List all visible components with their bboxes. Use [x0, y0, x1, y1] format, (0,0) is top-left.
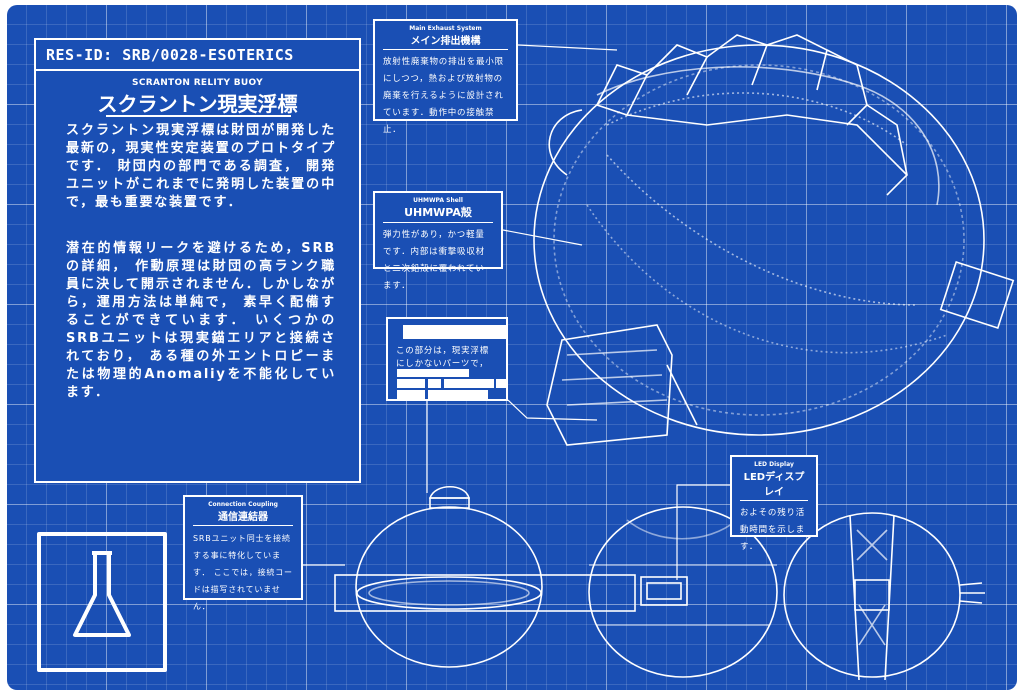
callout-text: およその残り活動時間を示します． — [740, 508, 806, 552]
redaction-bar — [403, 325, 506, 339]
description-paragraph-1: スクラントン現実浮標は財団が開発した最新の，現実性安定装置のプロトタイプです． … — [66, 123, 336, 210]
callout-title-jp: 通信連結器 — [193, 508, 293, 526]
buoy-front-view-middle — [588, 506, 778, 678]
callout-redacted: この部分は，現実浮標にしかないパーツで， — [386, 317, 508, 401]
res-id-label: RES-ID: SRB/0028-ESOTERICS — [46, 46, 294, 64]
blueprint-drawing — [37, 34, 1015, 681]
buoy-front-view-right — [783, 512, 985, 681]
leader-lines — [303, 44, 730, 580]
callout-connection-coupling: Connection Coupling 通信連結器 SRBユニット同士を接続する… — [183, 495, 303, 611]
redaction-bar — [397, 390, 425, 399]
callout-uhmwpa-shell: UHMWPA Shell UHMWPA殻 弾力性があり，かつ軽量です．内部は衝撃… — [373, 191, 503, 291]
flask-icon-art — [37, 532, 167, 672]
subtitle-en: SCRANTON RELITY BUOY — [132, 78, 263, 88]
callout-text: SRBユニット同士を接続する事に特化しています． ここでは，接続コードは描写され… — [193, 534, 293, 611]
redaction-bar — [444, 379, 494, 388]
callout-title-jp: LEDディスプレイ — [740, 468, 808, 501]
callout-main-exhaust: Main Exhaust System メイン排出機構 放射性廃棄物の排出を最小… — [373, 19, 518, 135]
header-divider — [36, 69, 359, 71]
redaction-bar — [397, 379, 425, 388]
callout-title-en: UHMWPA Shell — [413, 197, 463, 204]
subtitle-jp: スクラントン現実浮標 — [97, 92, 298, 116]
callout-text: 放射性廃棄物の排出を最小限にしつつ，熱および放射物の廃棄を行えるように設計されて… — [383, 57, 504, 135]
blueprint-canvas: RES-ID: SRB/0028-ESOTERICS SCRANTON RELI… — [7, 5, 1017, 690]
callout-title-en: Connection Coupling — [208, 501, 278, 508]
description-panel: RES-ID: SRB/0028-ESOTERICS SCRANTON RELI… — [34, 38, 361, 483]
buoy-front-view-left — [334, 485, 636, 668]
callout-title-en: LED Display — [754, 461, 794, 468]
redaction-bar — [428, 390, 488, 399]
description-paragraph-2: 潜在的情報リークを避けるため，SRBの詳細， 作動原理は財団の高ランク職員に決し… — [66, 241, 336, 400]
callout-text: 弾力性があり，かつ軽量です．内部は衝撃吸収材と二次鉛殻に覆われています． — [383, 230, 485, 291]
buoy-side-view — [533, 34, 1015, 446]
subtitle-underline — [106, 115, 291, 117]
callout-title-en: Main Exhaust System — [409, 25, 482, 32]
redaction-bar — [397, 369, 469, 377]
callout-text: この部分は，現実浮標にしかないパーツで， — [396, 346, 490, 369]
callout-title-jp: メイン排出機構 — [383, 32, 508, 50]
redaction-bar — [428, 379, 441, 388]
callout-title-jp: UHMWPA殻 — [383, 204, 493, 223]
flask-icon — [39, 534, 165, 670]
redaction-bar — [496, 379, 506, 388]
callout-led-display: LED Display LEDディスプレイ およその残り活動時間を示します． — [730, 455, 818, 552]
